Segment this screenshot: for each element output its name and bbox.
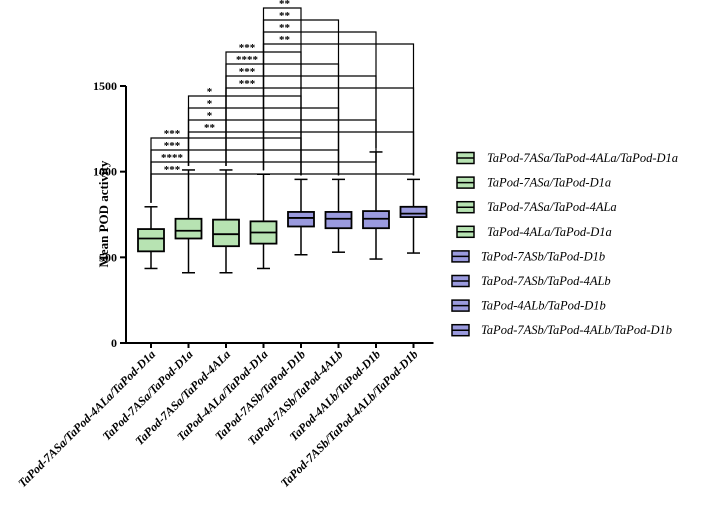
significance-brackets: ***************************************: [150, 0, 415, 203]
box: [287, 211, 315, 228]
legend-label: TaPod-7ASa/TaPod-4ALa: [487, 200, 617, 214]
significance-label: **: [279, 22, 291, 34]
significance-label: **: [279, 10, 291, 22]
legend-label: TaPod-4ALb/TaPod-D1b: [481, 299, 606, 313]
significance-label: ***: [239, 66, 256, 78]
legend-label: TaPod-7ASb/TaPod-D1b: [481, 249, 605, 263]
significance-label: ****: [161, 152, 184, 164]
significance-label: ***: [164, 140, 181, 152]
y-tick-label: 0: [111, 336, 117, 350]
legend-label: TaPod-7ASa/TaPod-D1a: [487, 176, 611, 190]
box-plots: [137, 151, 428, 274]
axes: 0 500 1000 1500TaPod-7ASa/TaPod-4ALa/TaPod-…: [15, 79, 434, 490]
y-tick-label: 1000: [93, 165, 117, 179]
significance-label: **: [204, 122, 216, 134]
significance-label: ****: [236, 54, 259, 66]
significance-label: ***: [239, 78, 256, 90]
box: [174, 217, 203, 240]
box: [137, 228, 165, 253]
box: [212, 218, 240, 248]
legend-label: TaPod-7ASb/TaPod-4ALb/TaPod-D1b: [481, 323, 672, 337]
legend-label: TaPod-7ASb/TaPod-4ALb: [481, 274, 611, 288]
significance-bracket: [150, 173, 415, 203]
significance-label: **: [279, 0, 291, 10]
box: [399, 205, 428, 218]
legend: TaPod-7ASa/TaPod-4ALa/TaPod-D1aTaPod-7AS…: [451, 151, 678, 337]
significance-label: *: [207, 98, 213, 110]
significance-label: *: [207, 86, 213, 98]
y-axis-title: Mean POD activity: [96, 160, 111, 267]
legend-label: TaPod-4ALa/TaPod-D1a: [487, 225, 612, 239]
y-tick-label: 500: [99, 250, 117, 264]
significance-label: **: [279, 34, 291, 46]
y-tick-label: 1500: [93, 79, 117, 93]
significance-label: ***: [164, 164, 181, 176]
x-category-label: TaPod-7ASb/TaPod-4ALb/TaPod-D1b: [278, 347, 421, 490]
legend-label: TaPod-7ASa/TaPod-4ALa/TaPod-D1a: [487, 151, 678, 165]
significance-bracket: [187, 119, 377, 166]
x-category-label: TaPod-7ASa/TaPod-4ALa/TaPod-D1a: [15, 347, 158, 490]
significance-label: *: [207, 110, 213, 122]
significance-label: ***: [164, 128, 181, 140]
box: [324, 211, 353, 230]
significance-bracket: [262, 43, 415, 176]
significance-label: ***: [239, 42, 256, 54]
